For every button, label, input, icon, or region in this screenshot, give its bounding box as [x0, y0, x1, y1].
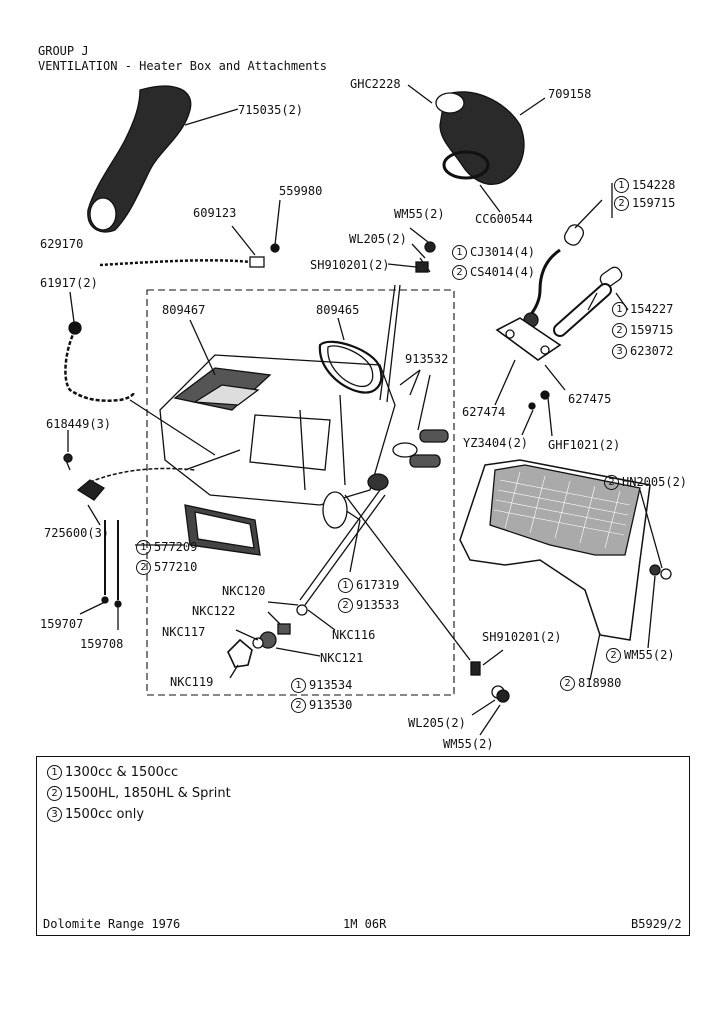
part-ghc2228: GHC2228: [350, 77, 401, 91]
part-nkc121: NKC121: [320, 651, 364, 665]
part-709158: 709158: [548, 87, 592, 101]
part-wl205-low: WL205(2): [408, 716, 466, 730]
part-sh910201-low: SH910201(2): [482, 630, 562, 644]
part-wl205-top: WL205(2): [349, 232, 407, 246]
part-nkc120: NKC120: [222, 584, 266, 598]
footer-range: Dolomite Range 1976: [43, 917, 181, 931]
page-title: VENTILATION - Heater Box and Attachments: [38, 59, 327, 73]
part-159707: 159707: [40, 617, 84, 631]
heater-box-drawing: [159, 354, 396, 506]
part-ghf1021: GHF1021(2): [548, 438, 621, 452]
hose-715035-drawing: [87, 85, 192, 233]
part-809465: 809465: [316, 303, 360, 317]
part-609123: 609123: [193, 206, 237, 220]
part-nkc117: NKC117: [162, 625, 206, 639]
marker-two: 2: [452, 265, 467, 280]
part-629170: 629170: [40, 237, 84, 251]
footer-code: 1M 06R: [343, 917, 387, 931]
part-627475: 627475: [568, 392, 612, 406]
part-627474: 627474: [462, 405, 506, 419]
part-wm55-top: WM55(2): [394, 207, 445, 221]
part-618449: 618449(3): [46, 417, 112, 431]
part-cc600544: CC600544: [475, 212, 533, 226]
part-yz3404: YZ3404(2): [463, 436, 529, 450]
part-sh910201-top: SH910201(2): [310, 258, 390, 272]
part-159708: 159708: [80, 637, 124, 651]
part-nkc122: NKC122: [192, 604, 236, 618]
part-913532: 913532: [405, 352, 449, 366]
footer-ref: B5929/2: [631, 917, 682, 931]
part-809467: 809467: [162, 303, 206, 317]
part-nkc119: NKC119: [170, 675, 214, 689]
part-nkc116: NKC116: [332, 628, 376, 642]
elbow-709158-drawing: [439, 91, 525, 185]
part-725600: 725600(3): [44, 526, 110, 540]
part-wm55-low: WM55(2): [443, 737, 494, 751]
group-label: GROUP J: [38, 44, 89, 58]
marker-one: 1: [452, 245, 467, 260]
part-559980: 559980: [279, 184, 323, 198]
part-61917: 61917(2): [40, 276, 98, 290]
part-715035: 715035(2): [238, 103, 304, 117]
